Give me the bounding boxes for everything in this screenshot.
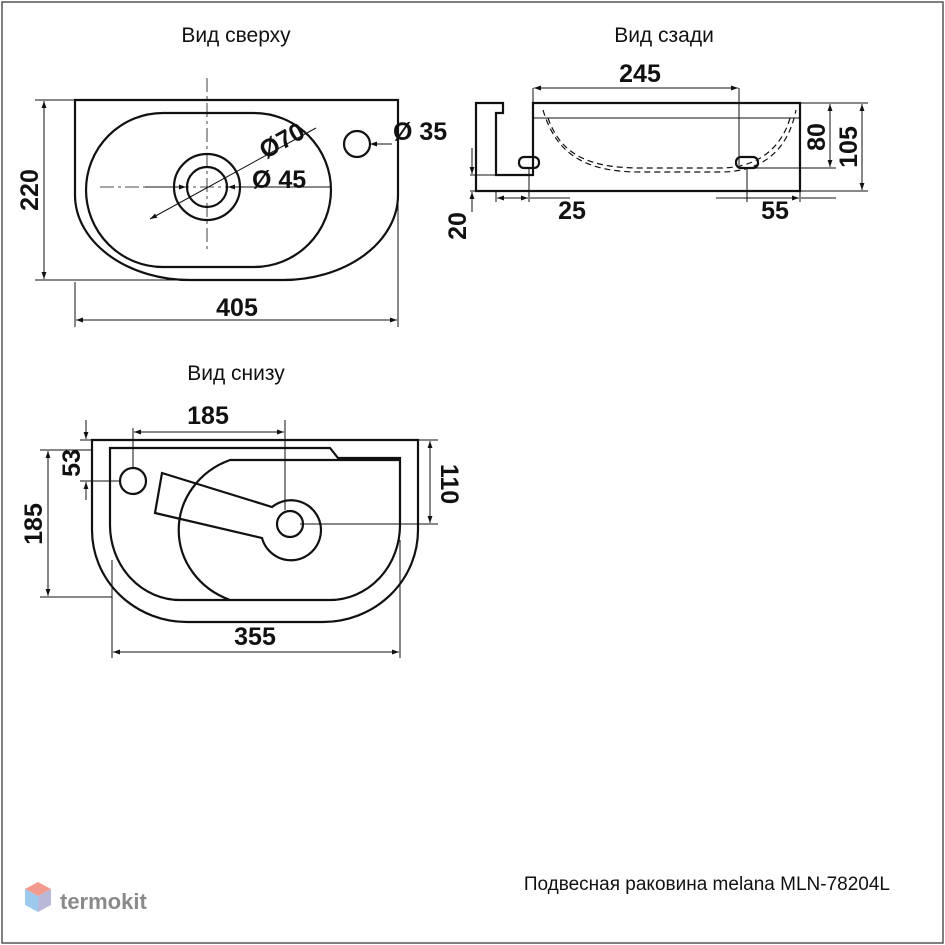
back-view-bowl-hidden	[542, 109, 797, 173]
dim-label-355: 355	[234, 623, 276, 651]
bottom-view: Вид снизу 185 53 185 110 355	[20, 362, 463, 658]
product-caption: Подвесная раковина melana MLN-78204L	[524, 874, 890, 895]
dim-label-245: 245	[619, 60, 661, 88]
faucet-hole-circle	[342, 129, 372, 159]
bottom-drain-circle	[275, 509, 305, 539]
top-view: Вид сверху 405 220 Ø70 Ø 45 Ø 35	[16, 24, 447, 327]
dim-label-110: 110	[435, 464, 463, 504]
dim-label-185-v: 185	[20, 503, 48, 545]
dim-label-105: 105	[835, 126, 863, 168]
dim-label-55: 55	[761, 197, 789, 225]
top-view-outline	[73, 98, 400, 282]
top-view-bowl	[84, 111, 333, 269]
bottom-view-bowl	[177, 458, 400, 602]
bottom-faucet-hole	[118, 466, 148, 496]
leader-d70	[149, 127, 317, 220]
bottom-view-inner	[108, 446, 402, 602]
dim-label-d35: Ø 35	[393, 118, 447, 146]
dim-label-20: 20	[444, 212, 472, 240]
bottom-view-title: Вид снизу	[187, 362, 285, 385]
cube-icon	[25, 882, 51, 912]
top-view-title: Вид сверху	[181, 24, 291, 47]
dim-label-25: 25	[558, 197, 586, 225]
dim-label-220: 220	[16, 169, 44, 211]
dim-label-53: 53	[58, 449, 86, 477]
back-slot-left	[517, 155, 541, 170]
dim-label-185-h: 185	[187, 402, 229, 430]
brand-logo: termokit	[25, 882, 147, 914]
brand-name: termokit	[60, 889, 147, 914]
back-view: Вид сзади 245 80 105 20 25	[444, 24, 868, 240]
bottom-view-outline	[90, 438, 420, 624]
back-view-title: Вид сзади	[614, 24, 714, 47]
dim-label-d45: Ø 45	[252, 166, 306, 194]
drain-pipe-outline	[153, 471, 323, 562]
back-view-outline	[474, 101, 802, 193]
dim-label-405: 405	[216, 294, 258, 322]
dim-label-80: 80	[803, 123, 831, 151]
